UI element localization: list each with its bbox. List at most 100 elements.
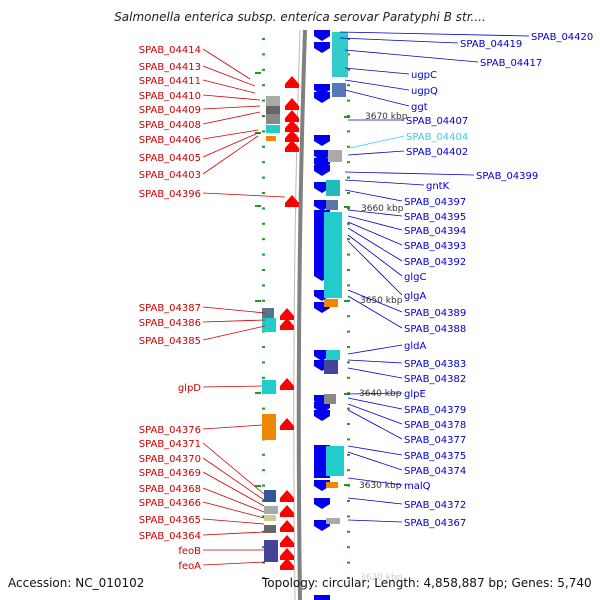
gene-label-right[interactable]: ggt <box>411 102 428 113</box>
forward-gene-arrow[interactable] <box>285 195 299 207</box>
gene-label-left[interactable]: SPAB_04409 <box>139 105 201 116</box>
reverse-gene-arrow[interactable] <box>314 410 330 421</box>
gene-label-right[interactable]: SPAB_04419 <box>460 39 522 50</box>
forward-gene-arrow[interactable] <box>280 318 294 330</box>
gene-label-right[interactable]: SPAB_04382 <box>404 374 466 385</box>
gene-label-right[interactable]: SPAB_04395 <box>404 212 466 223</box>
forward-gene-arrow[interactable] <box>280 558 294 570</box>
forward-gene-block[interactable] <box>264 490 276 502</box>
gene-label-left[interactable]: SPAB_04369 <box>139 468 201 479</box>
gene-label-left[interactable]: SPAB_04385 <box>139 336 201 347</box>
forward-gene-arrow[interactable] <box>285 120 299 132</box>
gene-label-right[interactable]: SPAB_04375 <box>404 451 466 462</box>
reverse-gene-block[interactable] <box>324 360 338 374</box>
forward-gene-block[interactable] <box>262 414 276 440</box>
gene-label-left[interactable]: SPAB_04396 <box>139 189 201 200</box>
reverse-gene-block[interactable] <box>326 180 340 196</box>
gene-label-left[interactable]: glpD <box>178 383 201 394</box>
forward-gene-arrow[interactable] <box>280 490 294 502</box>
gene-label-left[interactable]: SPAB_04370 <box>139 454 201 465</box>
forward-gene-arrow[interactable] <box>280 308 294 320</box>
gene-label-left[interactable]: SPAB_04366 <box>139 498 201 509</box>
gene-label-left[interactable]: SPAB_04371 <box>139 439 201 450</box>
forward-gene-arrow[interactable] <box>280 418 294 430</box>
gene-label-left[interactable]: SPAB_04406 <box>139 135 201 146</box>
reverse-gene-arrow[interactable] <box>314 42 330 53</box>
gene-label-right[interactable]: malQ <box>404 481 431 492</box>
gene-label-right[interactable]: ugpQ <box>411 86 438 97</box>
gene-label-right[interactable]: SPAB_04372 <box>404 500 466 511</box>
reverse-gene-block[interactable] <box>326 350 340 360</box>
reverse-gene-arrow[interactable] <box>314 165 330 176</box>
forward-gene-arrow[interactable] <box>280 378 294 390</box>
forward-gene-arrow[interactable] <box>285 76 299 88</box>
forward-gene-block[interactable] <box>266 114 280 124</box>
gene-label-right[interactable]: SPAB_04379 <box>404 405 466 416</box>
forward-gene-block[interactable] <box>266 106 280 114</box>
gene-label-left[interactable]: SPAB_04364 <box>139 531 201 542</box>
reverse-gene-arrow[interactable] <box>314 595 330 600</box>
reverse-gene-block[interactable] <box>324 212 342 298</box>
forward-gene-arrow[interactable] <box>280 535 294 547</box>
forward-gene-arrow[interactable] <box>280 548 294 560</box>
gene-label-right[interactable]: gntK <box>426 181 450 192</box>
gene-label-right[interactable]: SPAB_04404 <box>406 132 468 143</box>
gene-label-right[interactable]: SPAB_04399 <box>476 171 538 182</box>
forward-gene-block[interactable] <box>264 515 276 521</box>
forward-gene-arrow[interactable] <box>280 505 294 517</box>
gene-label-left[interactable]: SPAB_04410 <box>139 91 201 102</box>
reverse-gene-block[interactable] <box>332 32 348 77</box>
forward-gene-arrow[interactable] <box>285 130 299 142</box>
gene-label-right[interactable]: SPAB_04407 <box>406 116 468 127</box>
forward-gene-block[interactable] <box>264 540 278 562</box>
gene-label-right[interactable]: SPAB_04374 <box>404 466 466 477</box>
forward-gene-block[interactable] <box>264 506 278 514</box>
forward-gene-arrow[interactable] <box>285 110 299 122</box>
reverse-gene-block[interactable] <box>326 482 338 488</box>
gene-label-left[interactable]: SPAB_04368 <box>139 484 201 495</box>
gene-label-right[interactable]: SPAB_04417 <box>480 58 542 69</box>
gene-label-left[interactable]: SPAB_04405 <box>139 153 201 164</box>
reverse-gene-block[interactable] <box>324 394 336 404</box>
forward-gene-arrow[interactable] <box>280 520 294 532</box>
forward-gene-arrow[interactable] <box>285 140 299 152</box>
gene-label-left[interactable]: feoA <box>178 561 201 572</box>
reverse-gene-block[interactable] <box>328 150 342 162</box>
gene-label-right[interactable]: SPAB_04383 <box>404 359 466 370</box>
gene-label-right[interactable]: SPAB_04402 <box>406 147 468 158</box>
forward-gene-block[interactable] <box>266 125 280 133</box>
gene-label-right[interactable]: SPAB_04367 <box>404 518 466 529</box>
reverse-gene-arrow[interactable] <box>314 30 330 41</box>
reverse-gene-block[interactable] <box>326 518 340 524</box>
gene-label-left[interactable]: SPAB_04365 <box>139 515 201 526</box>
gene-label-right[interactable]: ugpC <box>411 70 437 81</box>
forward-gene-block[interactable] <box>262 380 276 394</box>
forward-gene-block[interactable] <box>264 525 276 533</box>
gene-label-right[interactable]: SPAB_04397 <box>404 197 466 208</box>
gene-label-right[interactable]: glgC <box>404 272 426 283</box>
reverse-gene-block[interactable] <box>332 83 346 97</box>
reverse-gene-arrow[interactable] <box>314 92 330 103</box>
gene-label-right[interactable]: SPAB_04377 <box>404 435 466 446</box>
gene-label-left[interactable]: SPAB_04414 <box>139 45 201 56</box>
gene-label-right[interactable]: SPAB_04392 <box>404 257 466 268</box>
gene-label-right[interactable]: glgA <box>404 291 426 302</box>
gene-label-right[interactable]: SPAB_04393 <box>404 241 466 252</box>
gene-label-left[interactable]: feoB <box>178 546 201 557</box>
forward-gene-arrow[interactable] <box>285 98 299 110</box>
reverse-gene-block[interactable] <box>324 299 338 307</box>
forward-gene-block[interactable] <box>262 318 276 332</box>
gene-label-right[interactable]: SPAB_04420 <box>531 32 593 43</box>
gene-label-left[interactable]: SPAB_04403 <box>139 170 201 181</box>
forward-gene-block[interactable] <box>266 96 280 106</box>
gene-label-left[interactable]: SPAB_04411 <box>139 76 201 87</box>
gene-label-right[interactable]: SPAB_04394 <box>404 226 466 237</box>
gene-label-right[interactable]: gldA <box>404 341 426 352</box>
gene-label-right[interactable]: SPAB_04378 <box>404 420 466 431</box>
gene-label-left[interactable]: SPAB_04376 <box>139 425 201 436</box>
gene-label-left[interactable]: SPAB_04413 <box>139 62 201 73</box>
reverse-gene-arrow[interactable] <box>314 135 330 146</box>
gene-label-right[interactable]: SPAB_04388 <box>404 324 466 335</box>
reverse-gene-arrow[interactable] <box>314 498 330 509</box>
